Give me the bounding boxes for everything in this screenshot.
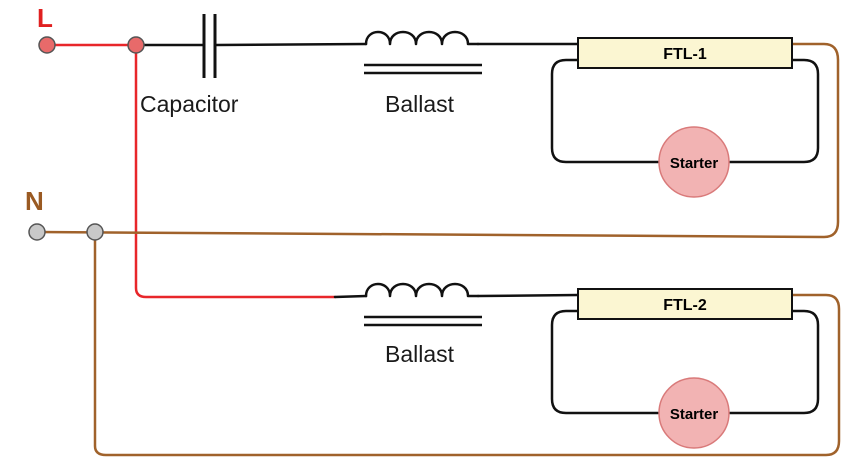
ballast-2-label: Ballast	[385, 341, 455, 367]
wire-capacitor-to-ballast	[214, 42, 368, 47]
line-terminal-label: L	[37, 3, 53, 33]
capacitor-label: Capacitor	[140, 91, 239, 117]
neutral-wire-ftl1	[35, 42, 840, 239]
ftl-1-tube	[577, 37, 793, 69]
starter-2	[658, 377, 730, 449]
ftl-1-assembly: FTL-1 Starter	[550, 37, 820, 198]
neutral-terminal-node[interactable]	[28, 223, 46, 241]
wire-to-ballast-2	[333, 294, 368, 299]
starter-1-label: Starter	[670, 155, 719, 172]
neutral-wires	[35, 42, 841, 457]
ballast-1-symbol	[364, 30, 482, 75]
ftl-2-label: FTL-2	[663, 297, 707, 314]
ftl-1-label: FTL-1	[663, 46, 707, 63]
ftl-2-assembly: FTL-2 Starter	[550, 288, 820, 449]
ballast-1-label: Ballast	[385, 91, 455, 117]
starter-2-label: Starter	[670, 406, 719, 423]
line-terminal-node[interactable]	[38, 36, 56, 54]
bottom-branch-wires	[333, 293, 580, 299]
wire-ballast-to-ftl2	[476, 293, 580, 298]
top-branch-wires	[134, 42, 580, 47]
neutral-wire-ftl2	[93, 230, 841, 457]
line-wires	[45, 43, 337, 299]
ftl-2-tube	[577, 288, 793, 320]
neutral-terminal-label: N	[25, 186, 44, 216]
capacitor-symbol	[202, 14, 217, 78]
starter-1	[658, 126, 730, 198]
ballast-2-symbol	[364, 282, 482, 327]
line-wire-branch	[134, 43, 337, 299]
neutral-junction-node[interactable]	[86, 223, 104, 241]
line-junction-node[interactable]	[127, 36, 145, 54]
